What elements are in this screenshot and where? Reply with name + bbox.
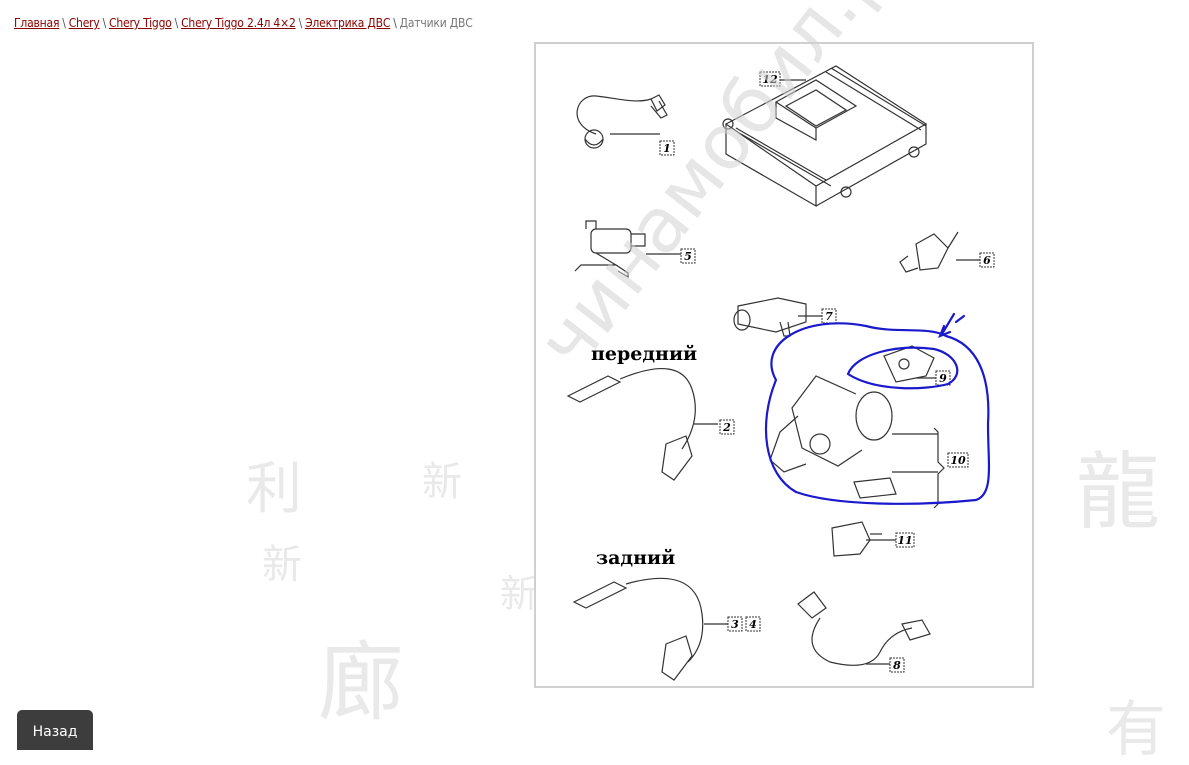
highlight-annotation — [764, 312, 991, 505]
callout-6: 6 — [983, 254, 991, 267]
callout-9: 9 — [939, 372, 947, 385]
callout-4: 4 — [749, 618, 757, 631]
part-11-sensor — [831, 521, 882, 557]
bg-glyph: 廊 — [318, 633, 404, 733]
callout-2: 2 — [722, 421, 731, 434]
label-rear: задний — [596, 547, 675, 569]
breadcrumb-separator: \ — [393, 16, 397, 30]
part-6-oil-pressure-sensor — [899, 231, 959, 273]
callout-3: 3 — [731, 618, 739, 631]
callout-12: 12 — [762, 73, 778, 86]
part-5-solenoid-valve — [574, 220, 646, 279]
breadcrumb-link-chery-tiggo[interactable]: Chery Tiggo — [109, 16, 172, 30]
breadcrumb-separator: \ — [102, 16, 107, 30]
bg-glyph: 有 — [1106, 695, 1166, 765]
breadcrumb-link-engine-electrics[interactable]: Электрика ДВС — [305, 16, 391, 30]
part-2-front-lambda — [566, 368, 696, 481]
callout-5: 5 — [684, 250, 692, 263]
part-8-speed-sensor — [797, 591, 931, 666]
bg-glyph: 新 — [422, 459, 462, 505]
breadcrumb-link-home[interactable]: Главная — [14, 16, 60, 30]
breadcrumb-link-model[interactable]: Chery Tiggo 2.4л 4×2 — [181, 16, 296, 30]
part-10-sensor-clip — [853, 477, 897, 499]
bg-glyph: 新 — [500, 572, 539, 616]
label-front: передний — [591, 343, 697, 365]
part-3-4-rear-lambda — [572, 577, 704, 681]
breadcrumb-current: Датчики ДВС — [399, 16, 473, 30]
callout-11: 11 — [897, 534, 912, 547]
part-7-map-sensor — [733, 297, 807, 337]
part-9-throttle-position-sensor — [883, 345, 935, 383]
callout-labels: 1 2 3 4 5 6 7 8 9 10 11 12 — [659, 71, 995, 673]
back-button[interactable]: Назад — [17, 710, 93, 750]
part-10-throttle-body — [769, 375, 945, 509]
bg-glyph: 新 — [262, 542, 302, 588]
callout-1: 1 — [663, 142, 671, 155]
breadcrumb-separator: \ — [174, 16, 179, 30]
bg-glyph: 利 — [246, 457, 302, 522]
breadcrumb-link-chery[interactable]: Chery — [68, 16, 100, 30]
part-1-knock-sensor — [576, 94, 668, 149]
parts-diagram-drawing: 1 2 3 4 5 6 7 8 9 10 11 12 передний задн… — [566, 65, 995, 681]
breadcrumb-separator: \ — [298, 16, 303, 30]
breadcrumb: Главная\Chery\Chery Tiggo\Chery Tiggo 2.… — [14, 16, 473, 30]
breadcrumb-separator: \ — [62, 16, 66, 30]
parts-diagram: 1 2 3 4 5 6 7 8 9 10 11 12 передний задн… — [534, 42, 1034, 688]
callout-7: 7 — [825, 310, 833, 323]
bg-glyph: 龍 — [1076, 443, 1161, 541]
part-12-ecu — [722, 65, 928, 208]
callout-10: 10 — [950, 454, 966, 467]
callout-8: 8 — [893, 659, 901, 672]
